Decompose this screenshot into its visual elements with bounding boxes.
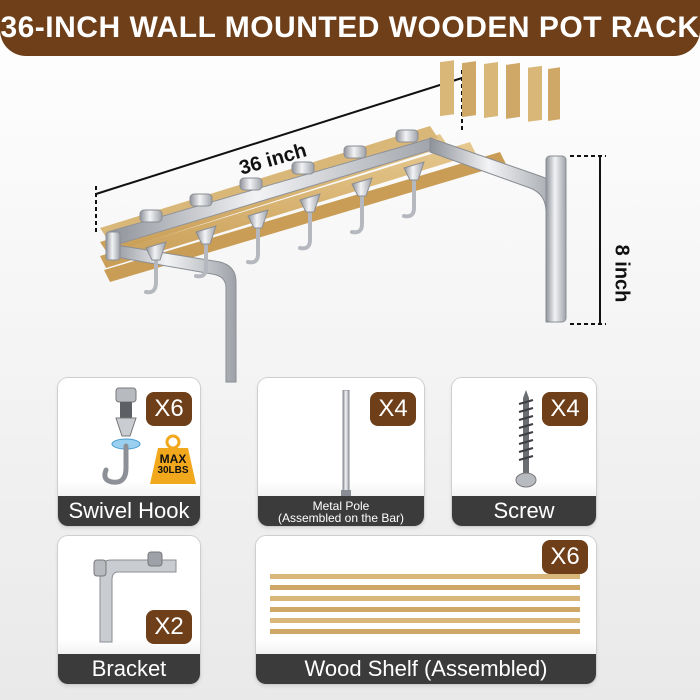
metal-pole-caption: Metal Pole (Assembled on the Bar): [258, 496, 424, 526]
hook-quantity-badge: X6: [146, 392, 192, 426]
screw-card: X4 Screw: [452, 378, 596, 526]
metal-pole-note: (Assembled on the Bar): [277, 511, 405, 525]
right-bracket: [429, 137, 567, 323]
bracket-icon: [93, 551, 177, 643]
max-weight-badge: MAX 30LBS: [150, 434, 196, 484]
hook-clamps: [145, 161, 425, 261]
bracket-card: X2 Bracket: [58, 536, 200, 684]
swivel-hook-icon: [102, 387, 141, 485]
max-label: MAX: [159, 452, 187, 466]
screw-quantity-badge: X4: [542, 392, 588, 426]
pot-rack-illustration: 36 inch 8 inch: [0, 56, 700, 386]
weight-limit: 30LBS: [157, 465, 189, 476]
pot-rack-drawing: [95, 60, 606, 383]
hanging-hooks: [144, 170, 416, 295]
pole-caps: [139, 129, 419, 223]
left-bracket: [105, 231, 237, 383]
metal-pole-card: X4 Metal Pole (Assembled on the Bar): [258, 378, 424, 526]
bracket-caption: Bracket: [58, 654, 200, 684]
screw-caption: Screw: [452, 496, 596, 526]
page-title: 36-INCH WALL MOUNTED WOODEN POT RACK: [0, 11, 700, 44]
metal-pole-label: Metal Pole: [312, 499, 370, 513]
wood-shelf-card: X6 Wood Shelf (Assembled): [256, 536, 596, 684]
pole-quantity-badge: X4: [370, 392, 416, 426]
shelf-quantity-badge: X6: [542, 540, 588, 574]
height-label: 8 inch: [610, 244, 633, 303]
bracket-quantity-badge: X2: [146, 610, 192, 644]
metal-pole-icon: [341, 390, 351, 496]
title-banner: 36-INCH WALL MOUNTED WOODEN POT RACK: [0, 0, 700, 56]
screw-icon: [515, 390, 537, 488]
wood-slats-icon: [270, 574, 580, 634]
height-dimension-line: [570, 155, 606, 325]
weight-icon: [150, 434, 196, 484]
swivel-hook-card: MAX 30LBS X6 Swivel Hook: [58, 378, 200, 526]
swivel-hook-caption: Swivel Hook: [58, 496, 200, 526]
wood-shelf-caption: Wood Shelf (Assembled): [256, 654, 596, 684]
